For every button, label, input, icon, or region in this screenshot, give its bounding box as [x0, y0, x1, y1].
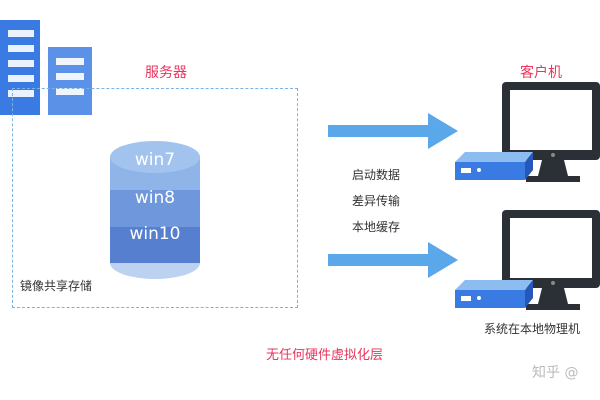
server-icon: [0, 20, 92, 115]
server-boundary: [12, 88, 298, 308]
image-win8: win8: [135, 188, 175, 208]
feature-boot-data: 启动数据: [352, 168, 401, 182]
database-icon: win7 win8 win10: [110, 141, 200, 279]
arrow-right-icon: [328, 242, 458, 278]
monitor-icon: [502, 210, 600, 310]
client-label: 客户机: [520, 65, 562, 81]
feature-local-cache: 本地缓存: [352, 220, 401, 234]
no-virtualization-note: 无任何硬件虚拟化层: [266, 348, 384, 363]
image-win10: win10: [129, 224, 180, 244]
client-caption: 系统在本地物理机: [484, 322, 581, 336]
arrow-right-icon: [328, 113, 458, 149]
watermark: 知乎 @: [532, 365, 579, 381]
server-label: 服务器: [145, 65, 187, 81]
storage-label: 镜像共享存储: [20, 279, 93, 293]
client-box-icon: [455, 280, 533, 308]
image-win7: win7: [135, 150, 175, 170]
client-box-icon: [455, 152, 533, 180]
monitor-icon: [502, 82, 600, 182]
feature-diff-transfer: 差异传输: [352, 194, 401, 208]
